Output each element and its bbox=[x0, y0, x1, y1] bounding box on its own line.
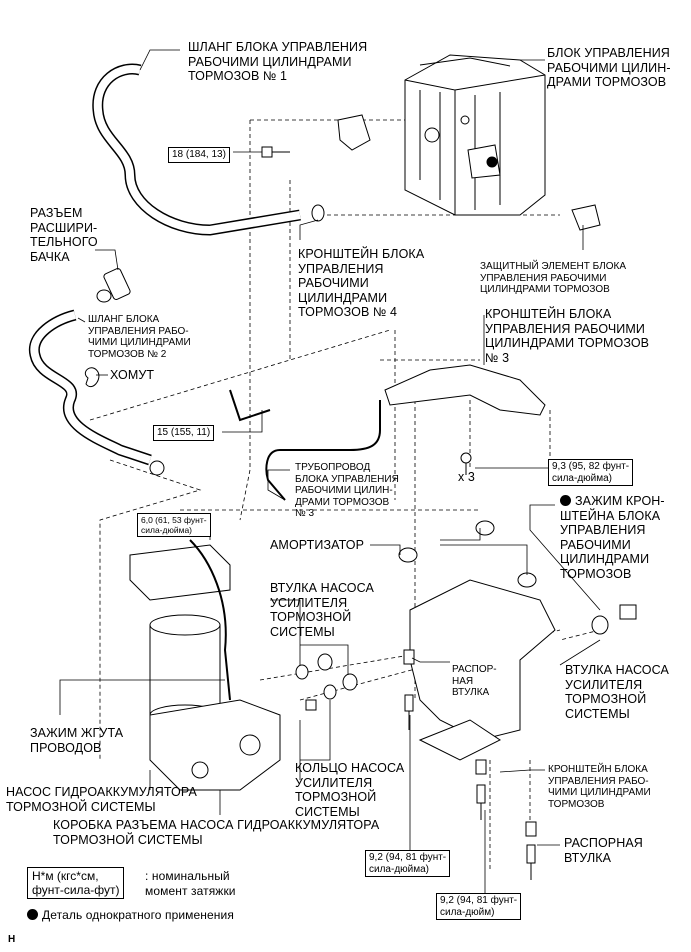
label-bracket-4: КРОНШТЕЙН БЛОКА УПРАВЛЕНИЯ РАБОЧИМИ ЦИЛИ… bbox=[298, 247, 425, 319]
label-reservoir-connector: РАЗЪЕМ РАСШИРИ- ТЕЛЬНОГО БАЧКА bbox=[30, 206, 98, 264]
protector-drawing bbox=[571, 204, 601, 231]
corner-mark: H bbox=[8, 934, 16, 945]
bracket-4-drawing bbox=[337, 114, 371, 151]
hose-1-drawing bbox=[92, 63, 325, 236]
label-pump-ring: КОЛЬЦО НАСОСА УСИЛИТЕЛЯ ТОРМОЗНОЙ СИСТЕМ… bbox=[295, 761, 405, 819]
legend-torque-unit: Н*м (кгс*см, фунт-сила-фут) bbox=[27, 867, 125, 899]
reservoir-connector-drawing bbox=[96, 267, 131, 303]
actuator-drawing bbox=[404, 54, 546, 216]
label-pump-bushing-right: ВТУЛКА НАСОСА УСИЛИТЕЛЯ ТОРМОЗНОЙ СИСТЕМ… bbox=[565, 663, 669, 721]
pump-motor-drawing bbox=[129, 544, 281, 791]
legend-torque-desc: : номинальный момент затяжки bbox=[145, 869, 236, 898]
bushing-drawing bbox=[295, 615, 609, 700]
label-x3: x 3 bbox=[458, 470, 475, 484]
bolt-18-drawing bbox=[261, 146, 290, 158]
label-cushion: АМОРТИЗАТОР bbox=[270, 538, 365, 552]
lower-bracket-drawing bbox=[409, 579, 556, 741]
cushion-drawing bbox=[398, 520, 537, 588]
label-bracket-clamp: ЗАЖИМ КРОН- ШТЕЙНА БЛОКА УПРАВЛЕНИЯ РАБО… bbox=[560, 494, 665, 581]
label-hose-1: ШЛАНГ БЛОКА УПРАВЛЕНИЯ РАБОЧИМИ ЦИЛИНДРА… bbox=[188, 40, 368, 83]
label-bracket-3: КРОНШТЕЙН БЛОКА УПРАВЛЕНИЯ РАБОЧИМИ ЦИЛИ… bbox=[485, 307, 650, 365]
label-clamp: ХОМУТ bbox=[110, 368, 155, 382]
clamp-drawing bbox=[84, 367, 100, 388]
label-connector-box: КОРОБКА РАЗЪЕМА НАСОСА ГИДРОАККУМУЛЯТОРА… bbox=[53, 818, 380, 847]
label-spacer-upper: РАСПОР- НАЯ ВТУЛКА bbox=[452, 664, 497, 698]
hose-2-drawing bbox=[28, 309, 165, 476]
torque-60: 6,0 (61, 53 фунт- сила-дюйма) bbox=[137, 513, 211, 537]
harness-drawing bbox=[189, 539, 231, 701]
label-pump-motor: НАСОС ГИДРОАККУМУЛЯТОРА ТОРМОЗНОЙ СИСТЕМ… bbox=[6, 785, 197, 814]
spacer-bolt-drawing bbox=[305, 649, 537, 880]
non-reusable-icon bbox=[560, 495, 571, 506]
legend-non-reusable: Деталь однократного применения bbox=[27, 908, 234, 923]
bracket-clamp-drawing bbox=[619, 604, 637, 620]
label-harness-clamp: ЗАЖИМ ЖГУТА ПРОВОДОВ bbox=[30, 726, 124, 755]
torque-18: 18 (184, 13) bbox=[168, 147, 230, 163]
label-protector: ЗАЩИТНЫЙ ЭЛЕМЕНТ БЛОКА УПРАВЛЕНИЯ РАБОЧИ… bbox=[480, 261, 627, 295]
torque-93: 9,3 (95, 82 фунт- сила-дюйма) bbox=[548, 459, 634, 486]
torque-15: 15 (155, 11) bbox=[153, 425, 215, 441]
label-spacer-lower: РАСПОРНАЯ ВТУЛКА bbox=[564, 836, 643, 865]
torque-92b: 9,2 (94, 81 фунт- сила-дюйм) bbox=[436, 893, 522, 920]
non-reusable-legend-icon bbox=[27, 909, 38, 920]
bolt-93-drawing bbox=[460, 452, 472, 475]
label-actuator: БЛОК УПРАВЛЕНИЯ РАБОЧИМИ ЦИЛИН- ДРАМИ ТО… bbox=[547, 46, 671, 89]
torque-92a: 9,2 (94, 81 фунт- сила-дюйма) bbox=[365, 850, 451, 877]
label-bracket-lower: КРОНШТЕЙН БЛОКА УПРАВЛЕНИЯ РАБО- ЧИМИ ЦИ… bbox=[548, 764, 651, 810]
label-pump-bushing-left: ВТУЛКА НАСОСА УСИЛИТЕЛЯ ТОРМОЗНОЙ СИСТЕМ… bbox=[270, 581, 374, 639]
label-hose-2: ШЛАНГ БЛОКА УПРАВЛЕНИЯ РАБО- ЧИМИ ЦИЛИНД… bbox=[88, 314, 191, 360]
leader-lines bbox=[59, 49, 601, 895]
label-tube-3: ТРУБОПРОВОД БЛОКА УПРАВЛЕНИЯ РАБОЧИМИ ЦИ… bbox=[295, 462, 399, 519]
bracket-3-drawing bbox=[384, 364, 546, 416]
tube-3-drawing bbox=[229, 389, 381, 501]
